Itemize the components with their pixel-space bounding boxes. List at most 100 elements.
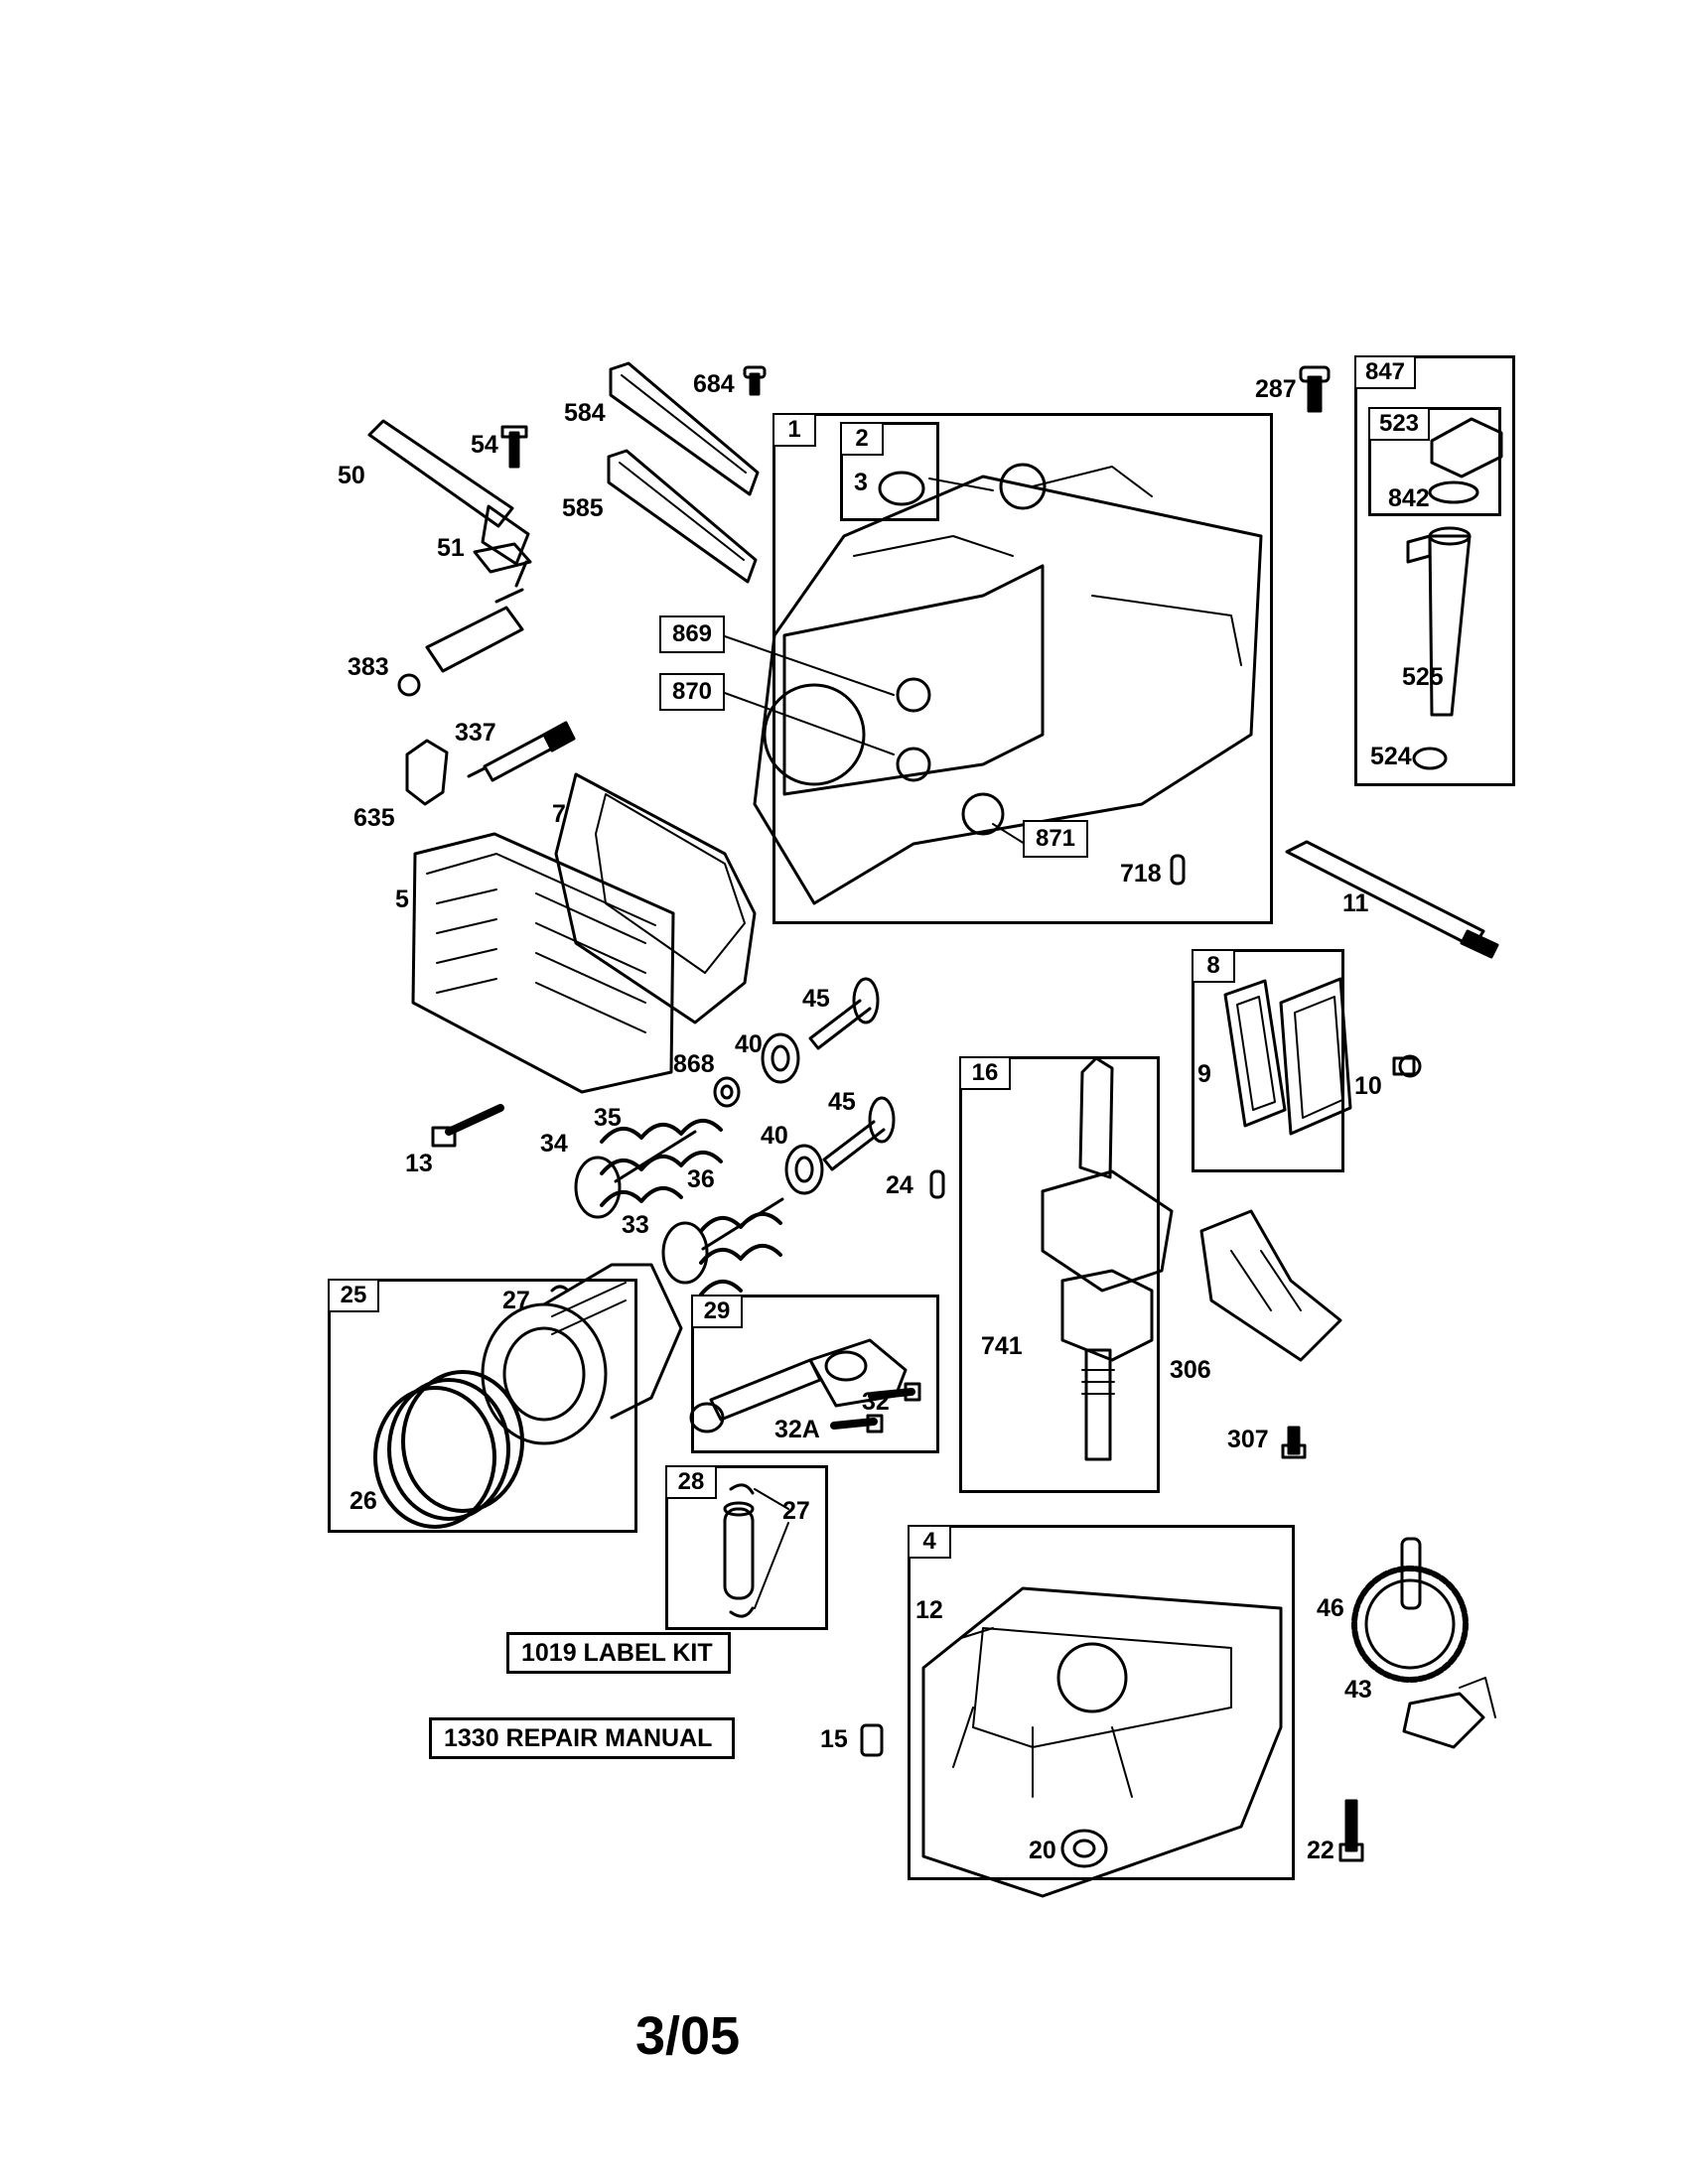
oring-524-drawing bbox=[1412, 747, 1448, 770]
rings-26-drawing bbox=[373, 1370, 524, 1529]
part-label-45-top: 45 bbox=[802, 985, 830, 1013]
label-kit-1019: 1019 LABEL KIT bbox=[506, 1632, 731, 1674]
footer-date: 3/05 bbox=[635, 2006, 741, 2066]
breather-383-drawing bbox=[397, 560, 528, 697]
screw-287-drawing bbox=[1299, 365, 1331, 413]
screw-13-drawing bbox=[431, 1104, 504, 1148]
seal-3-drawing bbox=[878, 471, 925, 506]
group-4-sump-box bbox=[908, 1525, 1295, 1880]
cylinder-head-5-drawing bbox=[411, 832, 675, 1094]
group-number-8: 8 bbox=[1192, 949, 1235, 983]
part-label-9: 9 bbox=[1197, 1060, 1211, 1088]
valve-33-drawing bbox=[661, 1197, 784, 1285]
part-label-54: 54 bbox=[471, 431, 498, 459]
part-label-7: 7 bbox=[552, 800, 566, 828]
screw-684-drawing bbox=[743, 365, 767, 396]
retainer-40-bottom-drawing bbox=[784, 1144, 824, 1195]
part-label-525: 525 bbox=[1402, 663, 1444, 691]
part-label-50: 50 bbox=[338, 462, 365, 489]
part-label-40-bottom: 40 bbox=[761, 1122, 788, 1150]
bolt-32A-drawing bbox=[830, 1414, 884, 1433]
part-label-383: 383 bbox=[348, 653, 389, 681]
part-label-27-wristpin: 27 bbox=[782, 1497, 810, 1525]
part-label-306: 306 bbox=[1170, 1356, 1211, 1384]
boxed-part-869: 869 bbox=[659, 615, 725, 653]
part-label-35: 35 bbox=[594, 1104, 622, 1132]
part-label-32: 32 bbox=[862, 1388, 890, 1416]
rod-11-drawing bbox=[1285, 840, 1499, 959]
group-847-dipstick-box bbox=[1354, 355, 1515, 786]
part-label-287: 287 bbox=[1255, 375, 1297, 403]
screw-54-drawing bbox=[500, 425, 528, 469]
part-label-11: 11 bbox=[1342, 889, 1369, 917]
part-label-307: 307 bbox=[1227, 1426, 1269, 1453]
plug-15-drawing bbox=[860, 1723, 884, 1757]
pin-718-drawing bbox=[1170, 854, 1186, 886]
valve-34-drawing bbox=[574, 1130, 697, 1219]
group-8-box bbox=[1192, 949, 1344, 1172]
group-2-box bbox=[840, 422, 939, 521]
part-label-46: 46 bbox=[1317, 1594, 1344, 1622]
clip-27-lower-drawing bbox=[729, 1606, 755, 1618]
screw-22-drawing bbox=[1338, 1799, 1364, 1862]
part-label-10: 10 bbox=[1354, 1072, 1382, 1100]
group-523-cap-box bbox=[1368, 407, 1501, 516]
connecting-rod-drawing bbox=[689, 1338, 908, 1433]
sump-4-drawing bbox=[921, 1586, 1283, 1898]
crankshaft-741-drawing bbox=[1041, 1056, 1174, 1461]
group-number-25: 25 bbox=[328, 1279, 379, 1312]
group-number-28: 28 bbox=[665, 1465, 717, 1499]
dipstick-tube-525-drawing bbox=[1406, 526, 1472, 717]
group-28-wristpin-box bbox=[665, 1465, 828, 1630]
part-label-868: 868 bbox=[673, 1050, 715, 1078]
part-label-15: 15 bbox=[820, 1725, 848, 1753]
part-label-34: 34 bbox=[540, 1130, 568, 1158]
part-label-40-top: 40 bbox=[735, 1030, 763, 1058]
part-label-24: 24 bbox=[886, 1171, 913, 1199]
crankcase-1-drawing bbox=[753, 463, 1263, 905]
group-number-2: 2 bbox=[840, 422, 884, 456]
group-number-16: 16 bbox=[959, 1056, 1011, 1090]
spring-35-drawing bbox=[600, 1119, 723, 1207]
screw-307-drawing bbox=[1281, 1426, 1307, 1459]
spark-plug-337-drawing bbox=[467, 721, 576, 782]
gasket-585-drawing bbox=[607, 449, 758, 584]
part-label-524: 524 bbox=[1370, 743, 1412, 770]
part-label-718: 718 bbox=[1120, 860, 1162, 887]
gasket-51-drawing bbox=[473, 542, 532, 574]
bolt-32-drawing bbox=[868, 1382, 921, 1402]
part-label-45-bottom: 45 bbox=[828, 1088, 856, 1116]
boot-635-drawing bbox=[405, 739, 449, 806]
group-number-4: 4 bbox=[908, 1525, 951, 1559]
gasket-584-drawing bbox=[609, 361, 760, 496]
dipstick-cap-523-drawing bbox=[1428, 417, 1503, 504]
part-label-842: 842 bbox=[1388, 484, 1430, 512]
repair-manual-1330: 1330 REPAIR MANUAL bbox=[429, 1717, 735, 1759]
retainer-40-top-drawing bbox=[761, 1032, 800, 1084]
part-label-337: 337 bbox=[455, 719, 496, 747]
part-label-36: 36 bbox=[687, 1165, 715, 1193]
part-label-22: 22 bbox=[1307, 1837, 1334, 1864]
valve-45-top-drawing bbox=[808, 977, 880, 1050]
group-1-crankcase-box bbox=[772, 413, 1273, 924]
part-label-27-piston: 27 bbox=[502, 1287, 530, 1314]
part-label-684: 684 bbox=[693, 370, 735, 398]
shield-306-drawing bbox=[1199, 1209, 1342, 1362]
pin-24-drawing bbox=[929, 1169, 945, 1199]
governor-43-drawing bbox=[1402, 1677, 1496, 1749]
seal-868-drawing bbox=[713, 1076, 741, 1108]
part-label-33: 33 bbox=[622, 1211, 649, 1239]
group-number-523: 523 bbox=[1368, 407, 1430, 441]
part-label-26: 26 bbox=[350, 1487, 377, 1515]
part-label-3: 3 bbox=[854, 469, 868, 496]
group-29-conrod-box bbox=[691, 1295, 939, 1453]
group-number-1: 1 bbox=[772, 413, 816, 447]
plug-10-drawing bbox=[1392, 1054, 1422, 1078]
group-25-piston-box bbox=[328, 1279, 637, 1533]
part-label-635: 635 bbox=[353, 804, 395, 832]
part-label-741: 741 bbox=[981, 1332, 1023, 1360]
boxed-part-871: 871 bbox=[1023, 820, 1088, 858]
part-label-12: 12 bbox=[915, 1596, 943, 1624]
